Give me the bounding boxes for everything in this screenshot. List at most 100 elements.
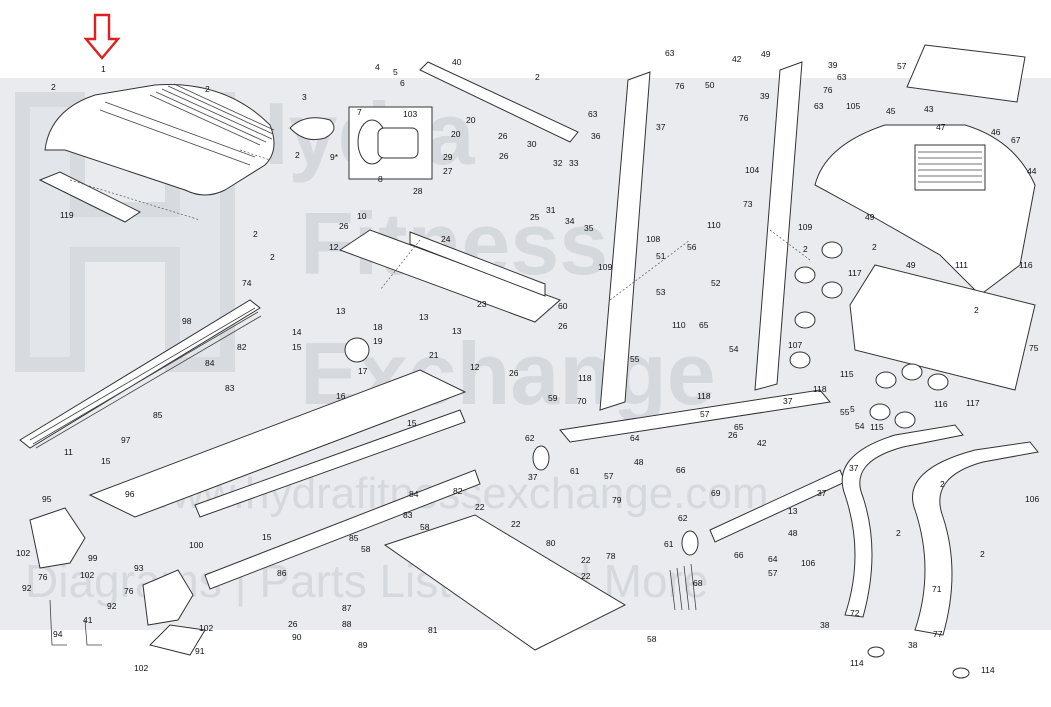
callout-label: 51 <box>656 251 666 261</box>
callout-label: 108 <box>646 234 660 244</box>
callout-label: 104 <box>745 165 759 175</box>
callout-label: 95 <box>42 494 52 504</box>
callout-label: 26 <box>339 221 349 231</box>
callout-label: 52 <box>711 278 721 288</box>
callout-label: 28 <box>413 186 423 196</box>
callout-label: 39 <box>828 60 838 70</box>
callout-label: 11 <box>64 447 73 457</box>
callout-label: 41 <box>83 615 93 625</box>
callout-label: 26 <box>728 430 738 440</box>
callout-label: 75 <box>1029 343 1039 353</box>
left-rail-part <box>19 299 261 449</box>
callout-label: 115 <box>870 422 884 432</box>
upright-base-part <box>559 389 831 443</box>
callout-label: 42 <box>732 54 742 64</box>
callout-label: 2 <box>872 242 877 252</box>
callout-label: 49 <box>865 212 875 222</box>
callout-label: 55 <box>840 407 850 417</box>
callout-label: 34 <box>565 216 575 226</box>
callout-label: 2 <box>896 528 901 538</box>
console-grille-part <box>914 144 986 191</box>
callout-label: 14 <box>292 327 302 337</box>
callout-label: 53 <box>656 287 666 297</box>
callout-label: 93 <box>134 563 144 573</box>
drive-belt <box>289 117 335 141</box>
callout-label: 15 <box>101 456 111 466</box>
callout-label: 60 <box>558 301 568 311</box>
left-handrail-part <box>841 424 964 618</box>
callout-label: 13 <box>788 506 798 516</box>
callout-label: 2 <box>803 244 808 254</box>
callout-label: 38 <box>820 620 830 630</box>
callout-label: 76 <box>675 81 685 91</box>
foot-right <box>952 667 970 679</box>
callout-label: 59 <box>548 393 558 403</box>
console-display-part <box>906 44 1026 103</box>
callout-label: 47 <box>936 122 946 132</box>
callout-label: 79 <box>612 495 622 505</box>
drive-motor <box>377 127 419 159</box>
callout-label: 27 <box>443 166 453 176</box>
callout-label: 57 <box>700 409 710 419</box>
callout-label: 71 <box>932 584 942 594</box>
callout-label: 63 <box>665 48 675 58</box>
callout-label: 74 <box>242 278 252 288</box>
callout-label: 58 <box>420 522 430 532</box>
callout-label: 13 <box>336 306 346 316</box>
callout-label: 2 <box>535 72 540 82</box>
callout-label: 117 <box>966 398 980 408</box>
callout-label: 119 <box>60 210 74 220</box>
callout-label: 99 <box>88 553 98 563</box>
callout-label: 1 <box>101 64 106 74</box>
callout-label: 15 <box>262 532 272 542</box>
callout-label: 26 <box>498 131 508 141</box>
right-upright-part <box>754 61 803 391</box>
callout-label: 29 <box>443 152 453 162</box>
callout-label: 2 <box>270 252 275 262</box>
callout-label: 107 <box>788 340 802 350</box>
callout-label: 23 <box>477 299 487 309</box>
callout-label: 86 <box>277 568 287 578</box>
callout-label: 82 <box>237 342 247 352</box>
callout-label: 15 <box>407 418 417 428</box>
callout-label: 54 <box>855 421 865 431</box>
base-pan-part <box>383 514 627 651</box>
callout-label: 102 <box>16 548 30 558</box>
callout-label: 5 <box>393 67 398 77</box>
foot-left <box>867 646 885 658</box>
callout-label: 96 <box>125 489 135 499</box>
callout-label: 76 <box>739 113 749 123</box>
callout-label: 98 <box>182 316 192 326</box>
callout-label: 33 <box>569 158 579 168</box>
callout-label: 5 <box>850 404 855 414</box>
callout-label: 22 <box>581 571 591 581</box>
callout-label: 20 <box>466 115 476 125</box>
callout-label: 63 <box>814 101 824 111</box>
callout-label: 12 <box>329 242 339 252</box>
callout-label: 102 <box>199 623 213 633</box>
callout-label: 110 <box>707 220 721 230</box>
callout-label: 66 <box>734 550 744 560</box>
callout-label: 2 <box>205 84 210 94</box>
callout-label: 55 <box>630 354 640 364</box>
callout-label: 30 <box>527 139 537 149</box>
callout-label: 100 <box>189 540 203 550</box>
callout-label: 76 <box>38 572 48 582</box>
callout-label: 63 <box>837 72 847 82</box>
callout-label: 106 <box>801 558 815 568</box>
callout-label: 103 <box>403 109 417 119</box>
pulley-part <box>344 337 370 363</box>
callout-label: 49 <box>906 260 916 270</box>
callout-label: 48 <box>634 457 644 467</box>
callout-label: 57 <box>768 568 778 578</box>
callout-label: 2 <box>980 549 985 559</box>
callout-label: 83 <box>403 510 413 520</box>
frame-crossmember <box>409 231 546 297</box>
callout-label: 66 <box>676 465 686 475</box>
callout-label: 80 <box>546 538 556 548</box>
callout-label: 25 <box>530 212 540 222</box>
callout-label: 2 <box>51 82 56 92</box>
callout-label: 57 <box>604 471 614 481</box>
callout-label: 105 <box>846 101 860 111</box>
